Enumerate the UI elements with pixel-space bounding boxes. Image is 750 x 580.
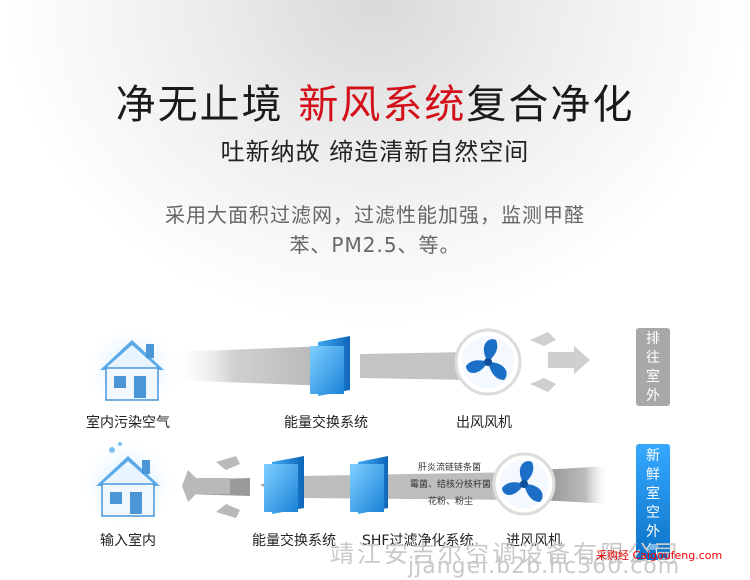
filter-note-2: 霉菌、结核分枝杆菌 <box>410 480 492 490</box>
label-intake-fan: 进风风机 <box>506 533 562 549</box>
exhaust-tag-char-1: 排 <box>646 331 660 347</box>
supply-arrows <box>182 456 240 518</box>
label-energy-exchange-top: 能量交换系统 <box>284 415 368 431</box>
shf-filter-box <box>350 456 388 514</box>
description: 采用大面积过滤网，过滤性能加强，监测甲醛 苯、PM2.5、等。 <box>0 200 750 260</box>
header-background <box>0 0 750 330</box>
exhaust-outdoor-tag: 排 往 室 外 <box>636 330 670 406</box>
site-url-watermark: jjangel.b2b.hc360.com <box>408 554 681 579</box>
exhaust-tag-bg <box>636 328 670 406</box>
fresh-tag-char-3: 室 <box>646 486 660 502</box>
exhaust-tag-char-4: 外 <box>646 388 660 404</box>
headline-part1: 净无止境 <box>115 82 299 128</box>
house-icon-polluted <box>82 324 182 416</box>
energy-exchange-box-bottom <box>264 456 304 514</box>
headline: 净无止境 新风系统复合净化 <box>0 72 750 130</box>
energy-exchange-box-top <box>310 336 350 396</box>
description-line2: 苯、PM2.5、等。 <box>289 233 461 257</box>
headline-part2: 复合净化 <box>466 82 635 128</box>
filter-note-3: 花粉、粉尘 <box>428 497 474 507</box>
fresh-tag-char-6: 气 <box>646 543 660 559</box>
exhaust-tag-char-2: 往 <box>646 350 660 366</box>
exhaust-fan-icon <box>454 328 522 396</box>
fresh-tag-char-1: 新 <box>646 448 660 464</box>
fresh-tag-char-2: 鲜 <box>646 467 660 483</box>
top-airflow-stream <box>170 346 470 386</box>
filter-note-1: 肝炎流链链条菌 <box>418 463 482 473</box>
house-icon-indoor <box>78 438 178 530</box>
label-exhaust-fan: 出风风机 <box>456 415 512 431</box>
site-badge: 采购经 Caigoufeng.com <box>596 549 723 562</box>
intake-fan-icon <box>492 452 556 516</box>
label-energy-exchange-bottom: 能量交换系统 <box>252 533 336 549</box>
fresh-air-tag-bg <box>636 444 670 560</box>
fresh-outdoor-air-tag: 新 鲜 室 空 外 气 <box>636 447 670 561</box>
subtitle: 吐新纳故 缔造清新自然空间 <box>220 138 530 166</box>
exhaust-tag-char-3: 室 <box>646 369 660 385</box>
fresh-tag-char-5: 外 <box>646 524 660 540</box>
fresh-tag-char-4: 空 <box>646 505 660 521</box>
label-indoor-supply: 输入室内 <box>100 533 156 549</box>
label-shf-filter: SHF过滤净化系统 <box>362 533 474 549</box>
company-watermark: 靖江安吉尔空调设备有限公司 <box>330 540 681 568</box>
exhaust-arrows <box>530 332 590 392</box>
label-polluted-indoor-air: 室内污染空气 <box>86 415 170 431</box>
description-line1: 采用大面积过滤网，过滤性能加强，监测甲醛 <box>165 203 585 227</box>
headline-highlight: 新风系统 <box>298 82 467 128</box>
